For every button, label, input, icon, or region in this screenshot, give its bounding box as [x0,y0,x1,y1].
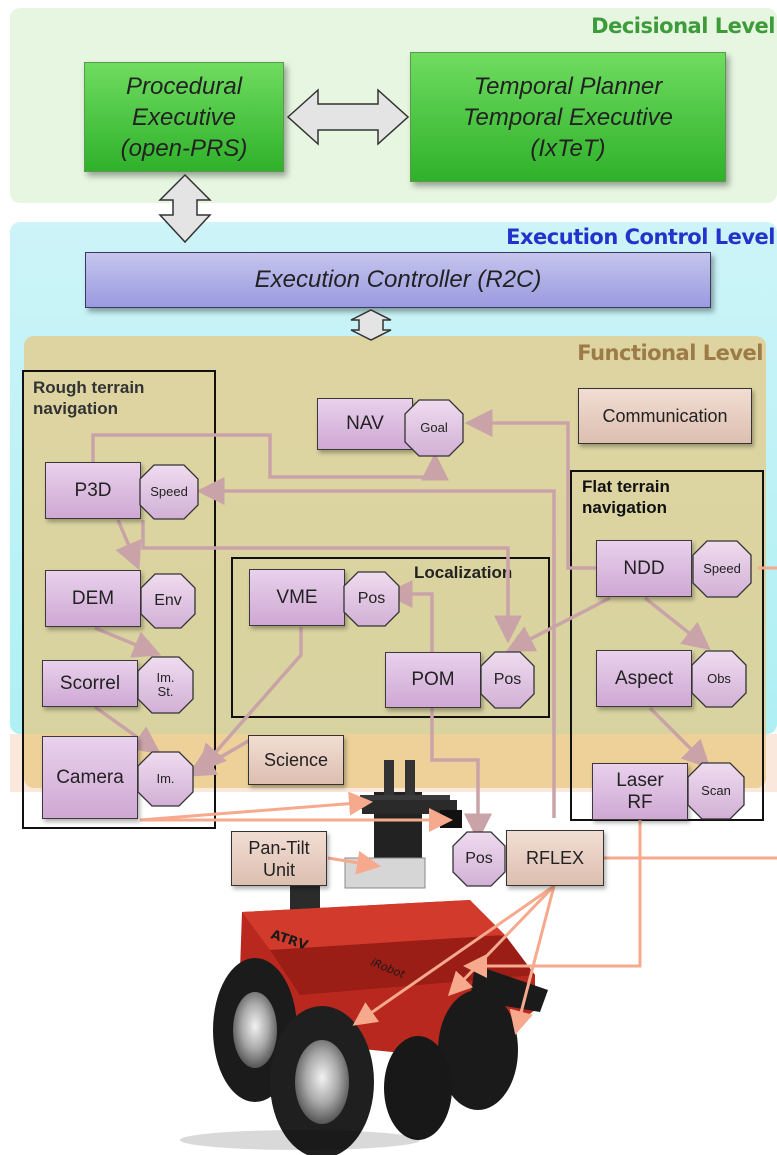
temporal-line-3: (IxTeT) [530,134,606,162]
pos-pom-poster-shape [480,651,535,709]
link-rflex-wheel3 [509,885,556,1035]
speed-ndd-poster-shape [692,540,752,598]
rough-terrain-label-line-2: navigation [33,399,119,418]
camera-module[interactable]: Camera [42,736,138,819]
pos-pom-poster[interactable]: Pos [493,671,522,688]
link-p3d-dem [115,519,142,571]
link-rflex-p3d [196,477,556,818]
obs-poster-shape [691,650,747,708]
procedural-executive-box[interactable]: Procedural Executive (open-PRS) [84,62,284,172]
nav-module[interactable]: NAV [317,398,413,450]
pan-tilt-unit-module[interactable]: Pan-Tilt Unit [231,831,327,886]
imst-poster[interactable]: Im. St. [138,657,193,713]
flat-terrain-group [570,470,764,821]
link-dem-scorrel [94,626,162,658]
ndd-module[interactable]: NDD [596,540,692,597]
localization-group [231,557,550,718]
link-laser-robot [463,818,642,978]
imst-line-2: St. [157,684,174,699]
laser-rf-module[interactable]: Laser RF [592,763,688,820]
flat-terrain-label-line-1: Flat terrain [582,477,670,496]
decisional-level-title: Decisional Level [591,14,775,38]
env-poster[interactable]: Env [154,592,182,609]
link-vme-camera [197,627,303,773]
link-science-camera [186,738,251,777]
laser-rf-line-2: RF [627,791,653,813]
scan-poster-shape [687,762,745,820]
double-arrow-decisional [286,88,410,146]
link-aspect-scan [648,706,711,769]
link-scorrel-camera [93,705,161,755]
double-arrow-lower [350,309,392,341]
procedural-line-3: (open-PRS) [120,134,248,162]
laser-rf-line-1: Laser [616,769,664,791]
pan-tilt-line-1: Pan-Tilt [248,837,310,858]
pos-rflex-poster-shape [452,831,506,887]
localization-label: Localization [414,563,513,582]
env-poster-shape [140,573,196,629]
temporal-planner-box[interactable]: Temporal Planner Temporal Executive (IxT… [410,52,726,182]
link-rflex-wheel2 [447,884,556,997]
execution-controller-box[interactable]: Execution Controller (R2C) [85,252,711,308]
dem-module[interactable]: DEM [45,570,141,627]
link-ndd-pom [505,596,611,652]
procedural-line-2: Executive [131,103,237,131]
rough-terrain-group [22,370,216,829]
p3d-module[interactable]: P3D [45,462,141,519]
link-p3d-pom [141,520,522,644]
goal-poster-shape [404,399,464,457]
scorrel-module[interactable]: Scorrel [42,660,138,707]
rough-terrain-label-line-1: Rough terrain [33,378,145,397]
flat-terrain-label: Flat terrain navigation [582,476,670,518]
rflex-module[interactable]: RFLEX [506,830,604,886]
communication-module[interactable]: Communication [578,388,752,444]
scan-poster[interactable]: Scan [701,783,731,798]
obs-poster[interactable]: Obs [707,671,731,686]
goal-poster[interactable]: Goal [420,420,448,435]
science-module[interactable]: Science [248,735,344,785]
rough-terrain-label: Rough terrain navigation [33,377,144,419]
link-ndd-nav [464,409,598,570]
flat-terrain-label-line-2: navigation [582,498,668,517]
functional-level-title: Functional Level [577,341,763,365]
pan-tilt-line-2: Unit [262,859,295,880]
pom-module[interactable]: POM [385,652,481,708]
pos-vme-poster-shape [343,571,400,627]
link-pantilt-mast [327,850,381,875]
im-poster[interactable]: Im. [156,771,175,786]
imst-poster-shape [137,656,194,714]
im-poster-shape [137,751,194,807]
link-camera-cam1 [139,791,373,822]
pos-rflex-poster[interactable]: Pos [465,850,493,867]
link-ndd-aspect [643,596,711,651]
link-rflex-wheel1 [352,884,555,1026]
link-pom-vme [384,580,434,655]
execution-control-level-title: Execution Control Level [506,225,775,249]
double-arrow-upper [158,173,212,244]
procedural-line-1: Procedural [125,72,243,100]
temporal-line-2: Temporal Executive [463,103,673,131]
pos-vme-poster[interactable]: Pos [357,590,386,607]
link-pom-rflex [430,708,492,842]
speed-p3d-poster-shape [139,464,199,520]
imst-line-1: Im. [156,670,175,685]
speed-ndd-poster[interactable]: Speed [703,561,741,576]
link-p3d-nav [91,433,449,481]
speed-p3d-poster[interactable]: Speed [150,484,188,499]
temporal-line-1: Temporal Planner [473,72,663,100]
